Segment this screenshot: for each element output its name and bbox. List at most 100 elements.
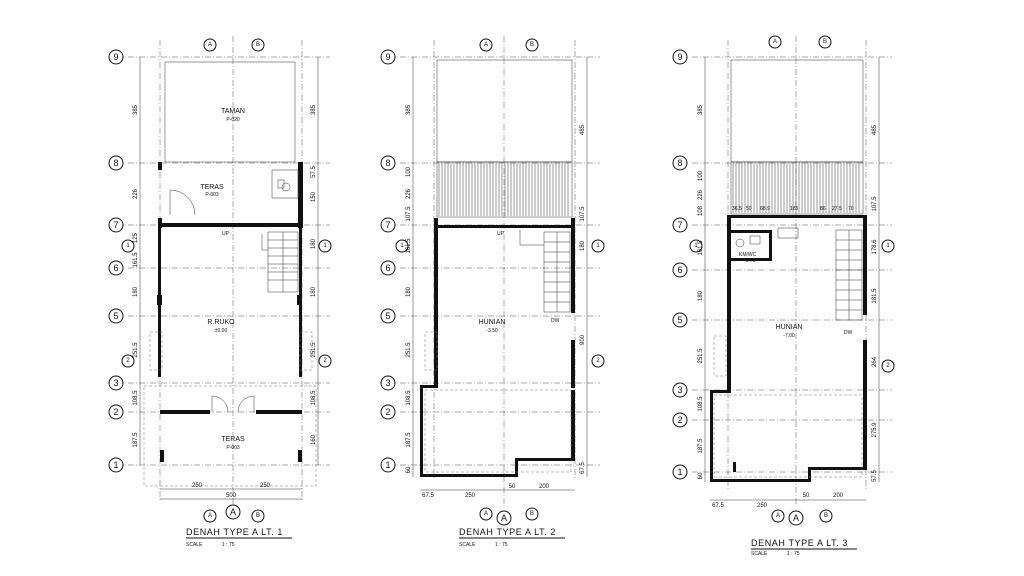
dim-bottom: 50 [509, 484, 516, 490]
dim-right: 160 [311, 434, 317, 445]
dim-left: 100 [698, 170, 704, 181]
dim-bottom: 200 [539, 484, 550, 490]
dim-bottom: 67.5 [712, 503, 724, 509]
grid-row-label: 1 [385, 460, 390, 470]
dim-right: 107.5 [872, 196, 878, 212]
scale-label: SCALE [751, 551, 768, 557]
grid-row-label: 3 [677, 385, 682, 395]
dim-left: 385 [133, 104, 139, 115]
dim-right: 180 [311, 238, 317, 249]
section-marker-label: A [484, 42, 488, 48]
dim-bottom: 67.5 [422, 493, 434, 499]
dim-left: 251.5 [133, 342, 139, 358]
section-marker-label: 1 [596, 243, 600, 249]
section-marker-label: B [823, 39, 827, 45]
room-code-hunian: -3.50 [486, 328, 498, 334]
scale-label: SCALE [459, 542, 476, 548]
grid-row-label: 5 [677, 315, 682, 325]
dim-left: 187.5 [406, 432, 412, 448]
grid-row-label: 7 [677, 220, 682, 230]
stair-up-label: UP [222, 231, 230, 237]
grid-row-label: 9 [677, 52, 682, 62]
dim-bottom-total: 500 [226, 493, 237, 499]
dim-left: 161.5 [698, 240, 704, 256]
dim-right: 251.5 [311, 342, 317, 358]
grid-bubbles: 9 8 7 6 5 3 2 1 A [380, 49, 512, 526]
dim-right: 485 [580, 124, 586, 135]
dim-left: 107.5 [406, 206, 412, 222]
dim-right: 385 [311, 104, 317, 115]
dim-top: 86 [820, 206, 826, 212]
dim-top: 70 [848, 206, 854, 212]
section-marker-label: A [773, 39, 777, 45]
dim-left: 180 [698, 290, 704, 301]
room-label-teras-back: TERAS [200, 184, 224, 191]
grid-row-label: 6 [385, 263, 390, 273]
grid-row-label: 6 [113, 263, 118, 273]
dim-top: 36.5 [732, 206, 742, 212]
dim-bottom: 250 [757, 503, 768, 509]
dim-left: 100 [406, 166, 412, 177]
dim-left: 161.5 [406, 238, 412, 254]
plan-lt3: KM/WC -6.75 HUNIAN -7.00 DW 36.5 50 68.9… [672, 35, 895, 557]
room-label-taman: TAMAN [221, 108, 245, 115]
section-marker-label: B [256, 42, 260, 48]
dim-bottom: 250 [192, 483, 203, 489]
section-marker-label: 1 [323, 243, 327, 249]
plan-lt2: HUNIAN -3.50 UP DW 385 226 100 107.5 161… [380, 36, 605, 548]
roof-hatch [436, 161, 573, 218]
grid-row-label: 7 [385, 220, 390, 230]
dim-left: 108.5 [133, 390, 139, 406]
grid-row-label: 9 [385, 52, 390, 62]
roof-hatch [730, 161, 864, 215]
room-label-kmwc: KM/WC [739, 252, 757, 258]
plan-title: DENAH TYPE A LT. 3 [751, 538, 848, 548]
dim-top: 27.5 [832, 206, 842, 212]
dim-left: 385 [406, 104, 412, 115]
dim-bottom: 50 [803, 493, 810, 499]
plan-lt1: TAMAN P-020 TERAS P-003 R.RUKO ±0.00 TER… [108, 36, 332, 548]
section-marker-label: B [530, 42, 534, 48]
dim-top: 68.9 [760, 206, 770, 212]
dim-right: 180 [580, 240, 586, 251]
dim-left: 108.5 [698, 396, 704, 412]
grid-row-label: 8 [385, 158, 390, 168]
dim-right: 180 [311, 286, 317, 297]
dim-right: 485 [872, 124, 878, 135]
dim-right: 67.5 [580, 462, 586, 474]
dim-right: 57.5 [872, 470, 878, 482]
dim-left: 187.5 [698, 438, 704, 454]
room-code-kmwc: -6.75 [744, 258, 756, 264]
dim-top: 50 [746, 206, 752, 212]
dim-left: 60 [698, 472, 704, 479]
section-markers: A B 1 1 2 2 A B [121, 38, 332, 523]
room-code-taman: P-020 [226, 117, 240, 123]
dim-top: 185 [790, 206, 799, 212]
section-marker-label: A [208, 513, 212, 519]
grid-row-label: 3 [113, 378, 118, 388]
dim-right: 181.5 [872, 288, 878, 304]
dim-left: 187.5 [133, 432, 139, 448]
dim-right: 107.5 [580, 206, 586, 222]
grid-col-label: A [230, 507, 236, 517]
grid-bubbles: 9 8 7 6 5 3 2 1 A [108, 49, 241, 520]
dim-right: 108.5 [311, 390, 317, 406]
dim-left: 108.5 [406, 390, 412, 406]
dim-bottom: 200 [833, 493, 844, 499]
room-label-teras-front: TERAS [221, 436, 245, 443]
section-marker-label: B [256, 513, 260, 519]
section-marker-label: 1 [400, 243, 404, 249]
room-code-hunian: -7.00 [783, 333, 795, 339]
dim-right: 150 [311, 191, 317, 202]
dim-left: 226 [133, 188, 139, 199]
section-marker-label: 2 [126, 358, 130, 364]
dim-left: 60 [406, 466, 412, 473]
room-code-ruko: ±0.00 [215, 328, 228, 334]
dim-left: 180 [133, 286, 139, 297]
grid-row-label: 1 [113, 460, 118, 470]
grid-col-label: A [501, 513, 507, 523]
dim-left: 108 [698, 205, 704, 216]
grid-row-label: 3 [385, 378, 390, 388]
grid-row-label: 8 [113, 158, 118, 168]
grid-bubbles: 9 8 7 6 5 3 2 1 A [672, 49, 804, 526]
